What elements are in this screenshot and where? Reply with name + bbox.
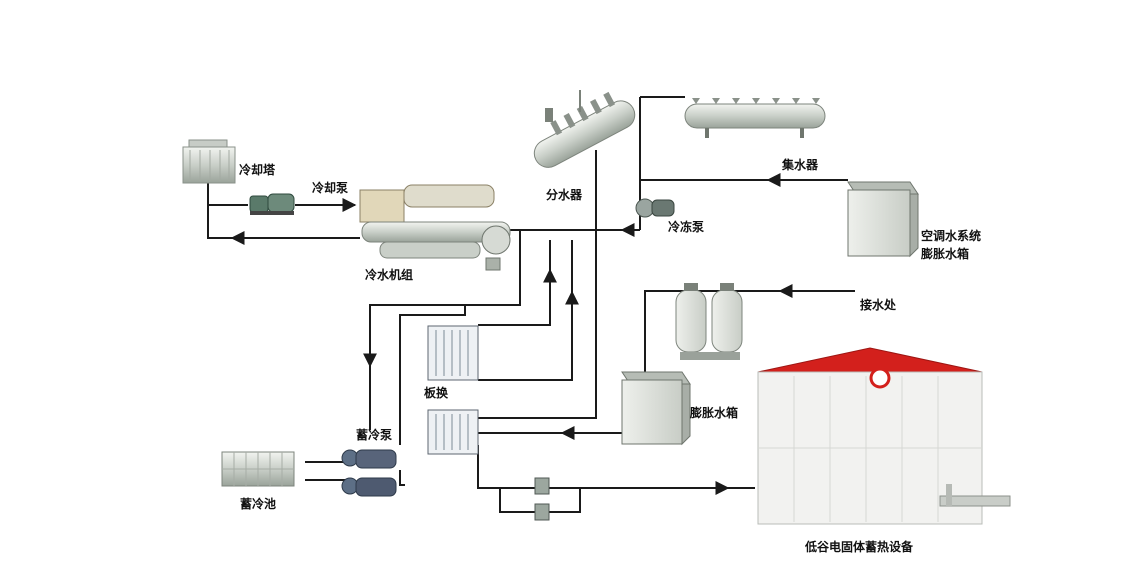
- pipe-chiller-return-to-tower: [207, 190, 360, 239]
- ac-expansion-tank-label-line1: 空调水系统: [921, 229, 982, 243]
- storage-pool-label: 蓄冷池: [240, 497, 277, 511]
- storage-pump-upper-icon: [341, 449, 397, 469]
- water-collector-label: 集水器: [782, 158, 819, 172]
- softener-tanks-icon: [675, 283, 743, 360]
- chiller-label: 冷水机组: [365, 268, 414, 282]
- chilled-pump-icon: [635, 198, 675, 218]
- ac-expansion-tank-icon: [847, 181, 919, 258]
- expansion-tank-label: 膨胀水箱: [690, 406, 739, 420]
- storage-pump-lower-icon: [341, 477, 397, 497]
- pipe-v-596: [478, 150, 597, 419]
- cooling-pump-icon: [249, 193, 295, 215]
- cooling-pump-label: 冷却泵: [312, 181, 349, 195]
- pipe-tower-to-pump: [207, 183, 248, 206]
- heat-storage-device-label: 低谷电固体蓄热设备: [805, 540, 914, 554]
- cooling-tower-icon: [182, 139, 236, 184]
- water-distributor-label: 分水器: [546, 188, 583, 202]
- water-distributor-icon: [533, 90, 636, 168]
- pipe-v-572: [478, 240, 573, 381]
- chiller-icon: [359, 184, 511, 271]
- pipe-v-520: [369, 230, 521, 430]
- plate-exchanger-label: 板换: [424, 386, 449, 400]
- heat-storage-device-icon: [757, 347, 1011, 525]
- plate-exchanger-upper-icon: [427, 325, 479, 381]
- pipe-heat-line: [477, 445, 755, 489]
- pipe-storage-right: [399, 470, 405, 486]
- expansion-tank-icon: [621, 371, 691, 446]
- water-collector-icon: [684, 98, 826, 138]
- storage-pool-icon: [221, 451, 295, 487]
- cooling-tower-label: 冷却塔: [239, 163, 276, 177]
- ac-expansion-tank-label-line2: 膨胀水箱: [921, 247, 970, 261]
- water-inlet-label: 接水处: [860, 298, 897, 312]
- plate-exchanger-lower-icon: [427, 409, 479, 455]
- bypass-valves-icon: [534, 477, 550, 521]
- chilled-pump-label: 冷冻泵: [668, 220, 705, 234]
- pipes: [207, 96, 855, 513]
- pipe-v-400: [399, 305, 466, 445]
- pipe-v-550: [478, 240, 551, 326]
- storage-pump-label: 蓄冷泵: [356, 428, 393, 442]
